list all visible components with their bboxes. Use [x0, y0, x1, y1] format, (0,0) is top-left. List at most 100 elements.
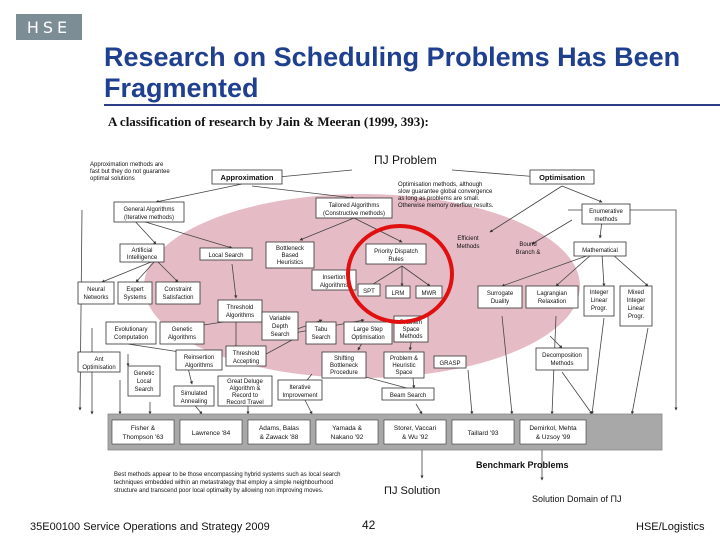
svg-text:Local Search: Local Search	[208, 253, 243, 259]
svg-text:methods: methods	[594, 217, 617, 223]
svg-text:Satisfaction: Satisfaction	[162, 295, 193, 301]
svg-text:Ant: Ant	[94, 357, 103, 363]
svg-text:Heuristics: Heuristics	[277, 260, 303, 266]
box-mathematical: Mathematical	[573, 241, 627, 257]
svg-text:Tailored Algorithms: Tailored Algorithms	[329, 203, 380, 209]
ref-demirkol: Demirkol, Mehta& Uzsoy '99	[519, 419, 587, 445]
classification-diagram: ΠJ Problem Approximation methods are fas…	[77, 153, 678, 504]
svg-text:Neural: Neural	[87, 287, 105, 293]
svg-text:Taillard '93: Taillard '93	[468, 430, 499, 437]
ref-yamada: Yamada &Nakano '92	[315, 419, 379, 445]
svg-text:Integer: Integer	[627, 298, 646, 304]
svg-text:Optimisation: Optimisation	[351, 335, 384, 341]
svg-text:Efficient: Efficient	[457, 236, 479, 242]
ref-storer: Storer, Vaccari& Wu '92	[383, 419, 447, 445]
svg-text:Integer: Integer	[590, 290, 609, 296]
svg-text:Shifting: Shifting	[334, 356, 354, 362]
svg-text:Depth: Depth	[272, 324, 288, 330]
svg-text:Algorithm &: Algorithm &	[229, 386, 260, 392]
svg-text:Relaxation: Relaxation	[538, 299, 566, 305]
svg-text:Threshold: Threshold	[227, 305, 254, 311]
svg-text:Beam Search: Beam Search	[390, 393, 426, 399]
svg-text:Fisher &: Fisher &	[131, 425, 156, 432]
svg-text:Genetic: Genetic	[172, 327, 193, 333]
footer-course: 35E00100 Service Operations and Strategy…	[30, 521, 270, 533]
svg-text:Expert: Expert	[126, 287, 144, 293]
svg-text:GRASP: GRASP	[439, 361, 460, 367]
box-grasp: GRASP	[433, 355, 467, 369]
svg-text:Optimisation: Optimisation	[539, 173, 585, 182]
box-approximation: Approximation	[211, 169, 283, 185]
svg-text:Threshold: Threshold	[233, 351, 260, 357]
box-tailored: Tailored Algorithms(Constructive methods…	[315, 197, 393, 219]
svg-text:Annealing: Annealing	[181, 399, 208, 405]
svg-text:Procedure: Procedure	[330, 370, 358, 376]
logo-text: HSE	[26, 17, 72, 37]
svg-text:Progr.: Progr.	[628, 314, 644, 320]
box-lrm: LRM	[385, 285, 411, 299]
svg-text:Heuristic: Heuristic	[392, 363, 415, 369]
svg-text:slow guarantee global converge: slow guarantee global convergence	[398, 189, 493, 195]
svg-text:Record Travel: Record Travel	[226, 400, 263, 406]
box-beam: Beam Search	[381, 387, 435, 401]
svg-text:Otherwise memory overflow resu: Otherwise memory overflow results.	[398, 203, 494, 209]
ref-fisher: Fisher &Thompson '63	[111, 419, 175, 445]
svg-text:SPT: SPT	[363, 289, 375, 295]
svg-text:Optimisation: Optimisation	[82, 365, 115, 371]
svg-text:Systems: Systems	[123, 295, 146, 301]
svg-text:Rules: Rules	[388, 257, 403, 263]
svg-text:Storer, Vaccari: Storer, Vaccari	[394, 425, 436, 432]
svg-text:Lagrangian: Lagrangian	[537, 291, 567, 297]
svg-text:Bottleneck: Bottleneck	[276, 246, 305, 252]
svg-text:Duality: Duality	[491, 299, 509, 305]
ref-lawrence: Lawrence '84	[179, 419, 243, 445]
svg-text:Record to: Record to	[232, 393, 259, 399]
ref-adams: Adams, Balas& Zawack '88	[247, 419, 311, 445]
red-highlight-circle	[346, 224, 454, 324]
svg-text:Progr.: Progr.	[591, 306, 607, 312]
svg-text:Linear: Linear	[591, 298, 608, 304]
box-spt: SPT	[357, 283, 381, 297]
diagram-header: ΠJ Problem	[374, 153, 437, 167]
svg-text:Search: Search	[134, 387, 153, 393]
svg-text:Intelligence: Intelligence	[127, 255, 158, 261]
svg-text:Based: Based	[281, 253, 298, 259]
method-boxes: Approximation Optimisation General Algor…	[77, 169, 653, 407]
svg-text:Mathematical: Mathematical	[582, 248, 618, 254]
box-mwr: MWR	[415, 285, 443, 299]
svg-text:Optimisation methods, although: Optimisation methods, although	[398, 182, 482, 188]
svg-text:Tabu: Tabu	[314, 327, 327, 333]
svg-text:Mixed: Mixed	[628, 290, 644, 296]
box-optimisation: Optimisation	[529, 169, 595, 185]
svg-text:Computation: Computation	[114, 335, 148, 341]
svg-text:Problem &: Problem &	[390, 356, 418, 362]
svg-text:Priority Dispatch: Priority Dispatch	[374, 249, 418, 255]
svg-text:Enumerative: Enumerative	[589, 209, 623, 215]
diagram-caption: A classification of research by Jain & M…	[108, 114, 429, 129]
box-enumerative: Enumerative methods	[581, 203, 631, 225]
hse-logo: HSE	[16, 14, 82, 40]
benchmark-refs: Fisher &Thompson '63 Lawrence '84 Adams,…	[111, 419, 587, 445]
problem-title: ΠJ Problem	[374, 153, 437, 167]
svg-text:fast but they do not guarantee: fast but they do not guarantee	[90, 169, 170, 175]
svg-text:Algorithms: Algorithms	[226, 313, 254, 319]
